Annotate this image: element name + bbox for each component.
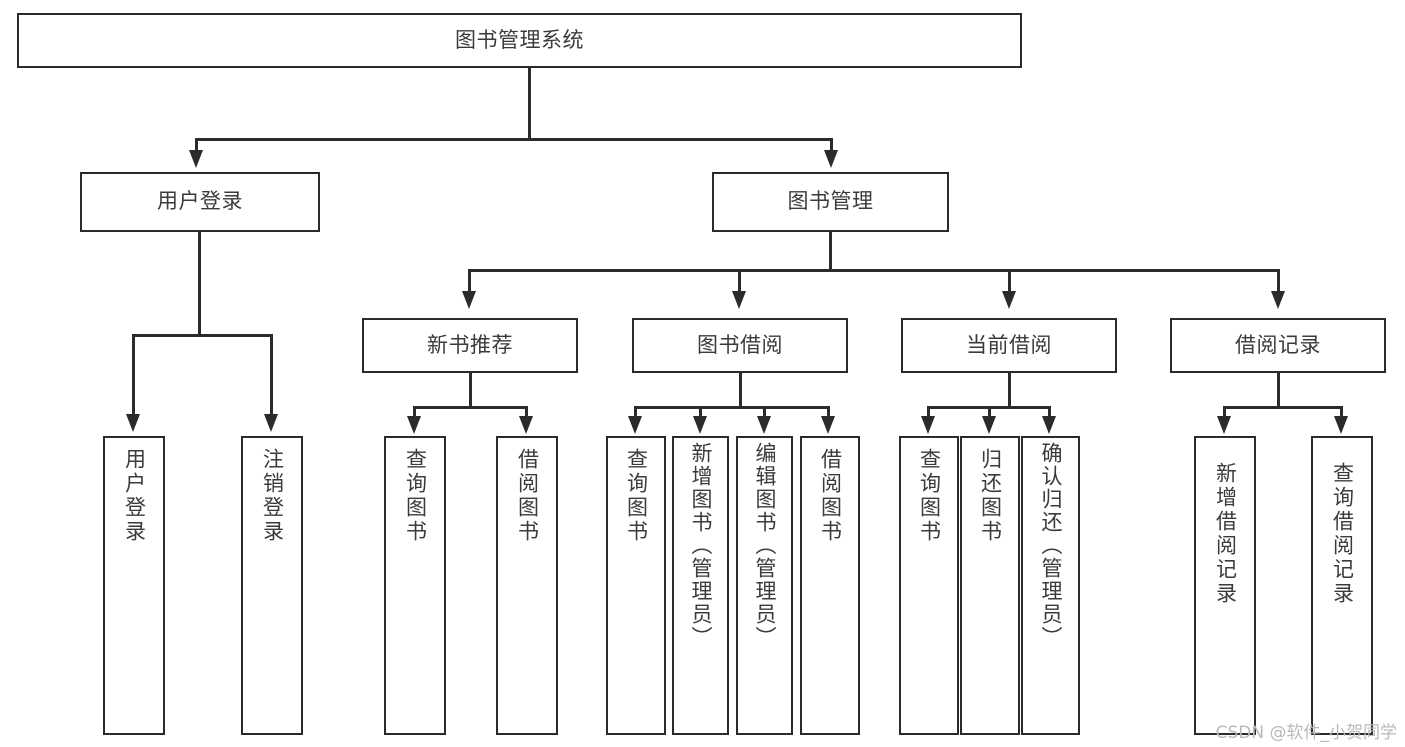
node-label: 用户登录 <box>157 189 243 214</box>
arrow-borrow-record-to-leaf-0 <box>1217 416 1231 434</box>
edge-book-borrow-to-leaf-0 <box>634 406 637 420</box>
node-label: 借阅图书 <box>515 448 540 544</box>
node-label: 新增借阅记录 <box>1213 462 1238 606</box>
leaf-current-borrow-2[interactable]: 确认归还（管理员） <box>1021 436 1080 735</box>
arrow-book-manage-to-l3-0 <box>462 291 476 309</box>
edge-root-bus <box>195 138 833 141</box>
node-label: 图书管理 <box>787 189 874 214</box>
arrow-book-borrow-to-leaf-2 <box>757 416 771 434</box>
node-label: 查询图书 <box>403 448 428 544</box>
arrow-user-login-to-leaf-1 <box>264 414 278 432</box>
edge-user-login-to-leaf-0 <box>132 334 135 416</box>
node-label: 查询借阅记录 <box>1330 462 1355 606</box>
leaf-borrow-record-0[interactable]: 新增借阅记录 <box>1194 436 1256 735</box>
arrow-root-to-user-login <box>189 150 203 168</box>
leaf-book-borrow-1[interactable]: 新增图书（管理员） <box>672 436 729 735</box>
edge-root-to-book-manage <box>830 138 833 156</box>
edge-root-to-user-login <box>195 138 198 156</box>
edge-book-manage-to-l3-3 <box>1277 269 1280 294</box>
edge-new-book-stem <box>469 373 472 408</box>
node-current-borrow[interactable]: 当前借阅 <box>901 318 1117 373</box>
leaf-new-book-0[interactable]: 查询图书 <box>384 436 446 735</box>
edge-book-borrow-stem <box>739 373 742 408</box>
leaf-current-borrow-0[interactable]: 查询图书 <box>899 436 959 735</box>
edge-book-borrow-bus <box>634 406 829 409</box>
leaf-current-borrow-1[interactable]: 归还图书 <box>960 436 1020 735</box>
edge-user-login-bus <box>132 334 270 337</box>
node-book-manage[interactable]: 图书管理 <box>712 172 949 232</box>
node-label: 借阅图书 <box>818 448 843 544</box>
node-label: 注销登录 <box>260 448 285 544</box>
node-label: 新书推荐 <box>427 332 513 357</box>
arrow-current-borrow-to-leaf-0 <box>921 416 935 434</box>
arrow-borrow-record-to-leaf-1 <box>1334 416 1348 434</box>
edge-borrow-record-stem <box>1277 373 1280 408</box>
edge-current-borrow-to-leaf-2 <box>1048 406 1051 420</box>
node-label: 新增图书（管理员） <box>688 442 713 649</box>
edge-user-login-stem <box>198 232 201 336</box>
node-label: 编辑图书（管理员） <box>752 442 777 649</box>
edge-book-manage-to-l3-2 <box>1008 269 1011 294</box>
node-label: 当前借阅 <box>966 332 1052 357</box>
leaf-book-borrow-3[interactable]: 借阅图书 <box>800 436 860 735</box>
arrow-new-book-to-leaf-0 <box>407 416 421 434</box>
edge-new-book-to-leaf-0 <box>413 406 416 420</box>
edge-borrow-record-bus <box>1223 406 1343 409</box>
leaf-user-login-1[interactable]: 注销登录 <box>241 436 303 735</box>
edge-book-manage-stem <box>829 232 832 272</box>
edge-book-manage-bus <box>468 269 1280 272</box>
edge-new-book-to-leaf-1 <box>525 406 528 420</box>
leaf-new-book-1[interactable]: 借阅图书 <box>496 436 558 735</box>
leaf-borrow-record-1[interactable]: 查询借阅记录 <box>1311 436 1373 735</box>
arrow-book-manage-to-l3-2 <box>1002 291 1016 309</box>
node-label: 归还图书 <box>978 448 1003 544</box>
edge-current-borrow-to-leaf-0 <box>927 406 930 420</box>
edge-user-login-to-leaf-1 <box>270 334 273 416</box>
node-new-book-recommend[interactable]: 新书推荐 <box>362 318 578 373</box>
node-label: 查询图书 <box>624 448 649 544</box>
leaf-book-borrow-2[interactable]: 编辑图书（管理员） <box>736 436 793 735</box>
edge-book-borrow-to-leaf-1 <box>699 406 702 420</box>
node-user-login[interactable]: 用户登录 <box>80 172 320 232</box>
edge-current-borrow-to-leaf-1 <box>988 406 991 420</box>
arrow-current-borrow-to-leaf-1 <box>982 416 996 434</box>
edge-root-stem <box>528 68 531 140</box>
edge-borrow-record-to-leaf-0 <box>1223 406 1226 420</box>
edge-new-book-bus <box>413 406 528 409</box>
arrow-book-manage-to-l3-3 <box>1271 291 1285 309</box>
node-label: 用户登录 <box>122 448 147 544</box>
arrow-book-borrow-to-leaf-0 <box>628 416 642 434</box>
edge-book-borrow-to-leaf-3 <box>827 406 830 420</box>
node-label: 查询图书 <box>917 448 942 544</box>
edge-borrow-record-to-leaf-1 <box>1340 406 1343 420</box>
node-label: 确认归还（管理员） <box>1038 442 1063 649</box>
node-borrow-record[interactable]: 借阅记录 <box>1170 318 1386 373</box>
arrow-new-book-to-leaf-1 <box>519 416 533 434</box>
edge-current-borrow-stem <box>1008 373 1011 408</box>
node-root-system[interactable]: 图书管理系统 <box>17 13 1022 68</box>
edge-book-manage-to-l3-1 <box>738 269 741 294</box>
leaf-book-borrow-0[interactable]: 查询图书 <box>606 436 666 735</box>
arrow-user-login-to-leaf-0 <box>126 414 140 432</box>
arrow-book-borrow-to-leaf-3 <box>821 416 835 434</box>
arrow-current-borrow-to-leaf-2 <box>1042 416 1056 434</box>
node-label: 借阅记录 <box>1235 332 1321 357</box>
leaf-user-login-0[interactable]: 用户登录 <box>103 436 165 735</box>
arrow-book-borrow-to-leaf-1 <box>693 416 707 434</box>
csdn-watermark: CSDN @软件_小贺同学 <box>1215 723 1397 743</box>
edge-book-manage-to-l3-0 <box>468 269 471 294</box>
node-label: 图书管理系统 <box>455 27 584 52</box>
edge-book-borrow-to-leaf-2 <box>763 406 766 420</box>
node-label: 图书借阅 <box>697 332 783 357</box>
arrow-root-to-book-manage <box>824 150 838 168</box>
arrow-book-manage-to-l3-1 <box>732 291 746 309</box>
node-book-borrow[interactable]: 图书借阅 <box>632 318 848 373</box>
